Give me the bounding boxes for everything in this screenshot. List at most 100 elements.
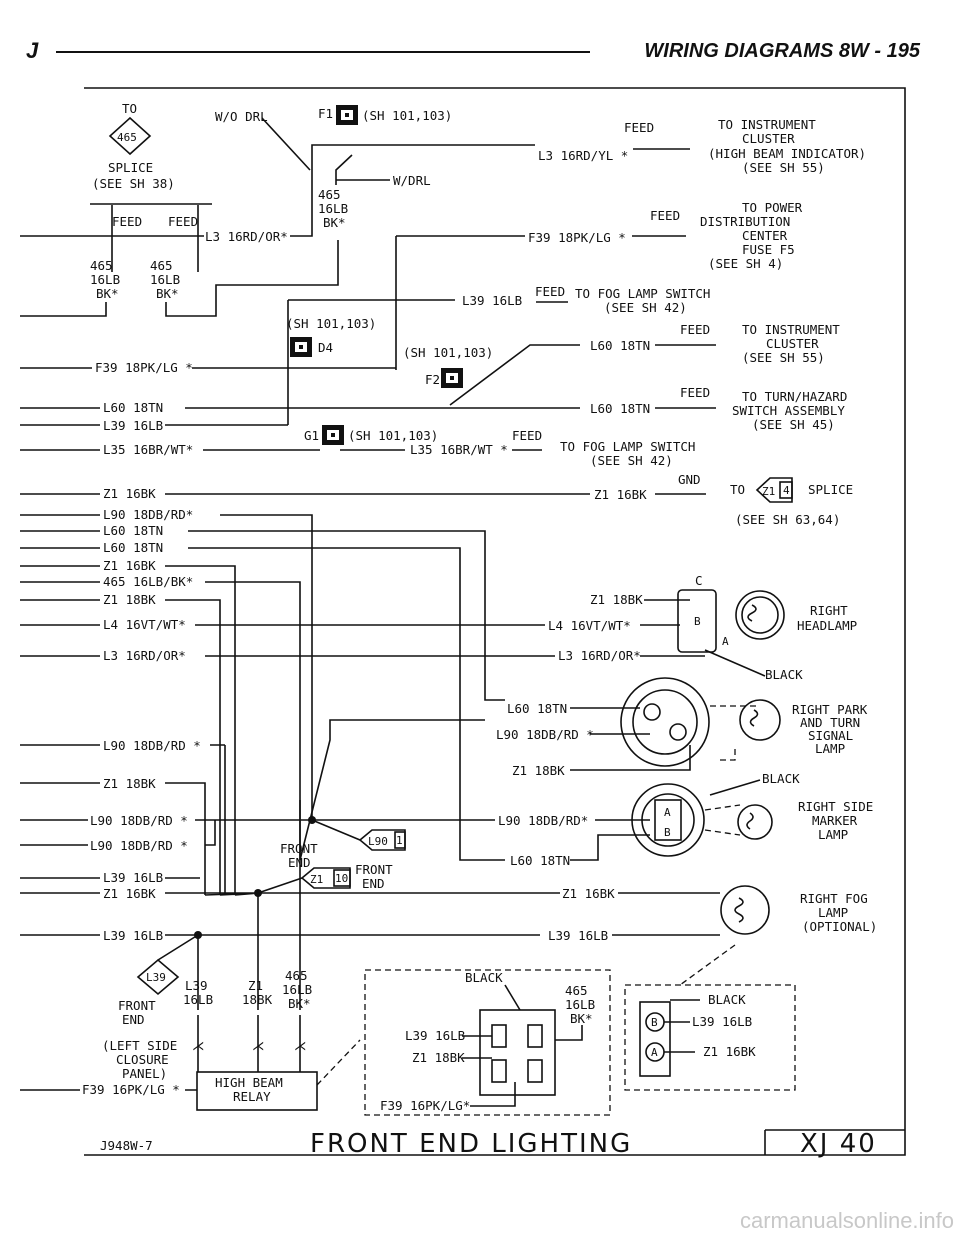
svg-text:Z1: Z1	[248, 978, 263, 993]
svg-text:L60 18TN: L60 18TN	[590, 401, 650, 416]
c465c-3: BK*	[323, 215, 346, 230]
svg-text:18BK: 18BK	[242, 992, 273, 1007]
wo-drl-pointer	[261, 117, 311, 171]
high-beam-relay: L39 16LB Z1 18BK 465 16LB BK* ⋌ ⋌ ⋌ HIGH…	[183, 968, 361, 1111]
c465b-3: BK*	[156, 286, 179, 301]
svg-text:RELAY: RELAY	[233, 1089, 271, 1104]
fog-connector-box: B A BLACK L39 16LB Z1 16BK	[624, 944, 796, 1091]
svg-text:FUSE F5: FUSE F5	[742, 242, 795, 257]
svg-text:Z1 16BK: Z1 16BK	[103, 486, 156, 501]
splice-number: 465	[117, 131, 137, 144]
svg-text:A: A	[664, 806, 671, 819]
f1-ref: (SH 101,103)	[362, 108, 452, 123]
svg-text:F39 16PK/LG *: F39 16PK/LG *	[82, 1082, 180, 1097]
svg-text:TO: TO	[730, 482, 745, 497]
left-wire-list: F39 18PK/LG * L60 18TN L39 16LB L35 16BR…	[20, 360, 590, 1097]
sh-ref-a: (SH 101,103)	[286, 316, 376, 331]
svg-text:465: 465	[285, 968, 308, 983]
svg-text:(SEE SH 4): (SEE SH 4)	[708, 256, 783, 271]
svg-text:LAMP: LAMP	[818, 827, 848, 842]
wire-l90-park	[299, 719, 485, 861]
svg-text:BLACK: BLACK	[465, 970, 503, 985]
svg-text:465 16LB/BK*: 465 16LB/BK*	[103, 574, 193, 589]
svg-text:Z1 18BK: Z1 18BK	[590, 592, 643, 607]
svg-text:RIGHT SIDE: RIGHT SIDE	[798, 799, 873, 814]
svg-text:L39 16LB: L39 16LB	[405, 1028, 465, 1043]
svg-text:SWITCH ASSEMBLY: SWITCH ASSEMBLY	[732, 403, 845, 418]
svg-text:1: 1	[396, 834, 403, 847]
svg-text:A: A	[722, 635, 729, 648]
svg-text:CLUSTER: CLUSTER	[742, 131, 795, 146]
relay-connector-box: BLACK 465 16LB BK* L39 16LB Z1 18BK F39 …	[364, 969, 611, 1116]
svg-text:Z1 16BK: Z1 16BK	[103, 558, 156, 573]
svg-text:16LB: 16LB	[282, 982, 312, 997]
svg-text:16LB: 16LB	[565, 997, 595, 1012]
d4-connector-icon	[290, 337, 312, 357]
feed-l39: L39 16LB FEED TO FOG LAMP SWITCH (SEE SH…	[462, 284, 710, 315]
svg-text:L3 16RD/OR*: L3 16RD/OR*	[558, 648, 641, 663]
svg-text:TO FOG LAMP SWITCH: TO FOG LAMP SWITCH	[560, 439, 695, 454]
svg-text:SPLICE: SPLICE	[808, 482, 853, 497]
splice-diamond	[108, 116, 152, 156]
svg-text:BK*: BK*	[570, 1011, 593, 1026]
svg-text:LAMP: LAMP	[818, 905, 848, 920]
svg-text:(SEE SH 45): (SEE SH 45)	[752, 417, 835, 432]
svg-text:L60 18TN: L60 18TN	[510, 853, 570, 868]
header-letter: J	[26, 38, 39, 63]
wire-l60-up	[449, 344, 580, 406]
svg-text:(HIGH BEAM INDICATOR): (HIGH BEAM INDICATOR)	[708, 146, 866, 161]
svg-text:RIGHT FOG: RIGHT FOG	[800, 891, 868, 906]
svg-text:TO TURN/HAZARD: TO TURN/HAZARD	[742, 389, 847, 404]
svg-text:F39 18PK/LG *: F39 18PK/LG *	[95, 360, 193, 375]
svg-text:CLOSURE: CLOSURE	[116, 1052, 169, 1067]
black-label-2: BLACK	[762, 771, 800, 786]
svg-text:L90 18DB/RD *: L90 18DB/RD *	[90, 813, 188, 828]
wire-465-bottom	[20, 240, 339, 317]
right-headlamp: Z1 18BK L4 16VT/WT* L3 16RD/OR* C B A RI…	[548, 573, 857, 663]
g1-connector-icon	[322, 425, 344, 445]
svg-text:HIGH BEAM: HIGH BEAM	[215, 1075, 283, 1090]
svg-text:L60 18TN: L60 18TN	[590, 338, 650, 353]
svg-text:B: B	[664, 826, 671, 839]
svg-text:Z1 16BK: Z1 16BK	[594, 487, 647, 502]
black-pointer-2	[709, 779, 761, 796]
svg-text:BK*: BK*	[288, 996, 311, 1011]
feed-z1-gnd: Z1 16BK GND TO Z1 4 SPLICE (SEE SH 63,64…	[594, 472, 853, 527]
z1-converge	[204, 892, 259, 896]
svg-text:4: 4	[783, 484, 790, 497]
watermark: carmanualsonline.info	[740, 1208, 954, 1233]
svg-text:CLUSTER: CLUSTER	[766, 336, 819, 351]
svg-text:L3 16RD/YL *: L3 16RD/YL *	[538, 148, 628, 163]
svg-text:Z1: Z1	[762, 485, 775, 498]
f2-label: F2	[425, 372, 440, 387]
svg-text:L90 18DB/RD *: L90 18DB/RD *	[90, 838, 188, 853]
svg-text:L35 16BR/WT *: L35 16BR/WT *	[410, 442, 508, 457]
svg-text:FEED: FEED	[512, 428, 542, 443]
svg-text:PANEL): PANEL)	[122, 1066, 167, 1081]
black-label-1: BLACK	[765, 667, 803, 682]
svg-text:(SEE SH 42): (SEE SH 42)	[590, 453, 673, 468]
svg-text:L39: L39	[146, 971, 166, 984]
svg-text:FEED: FEED	[680, 385, 710, 400]
svg-text:MARKER: MARKER	[812, 813, 858, 828]
svg-text:L90 18DB/RD*: L90 18DB/RD*	[498, 813, 588, 828]
svg-text:TO POWER: TO POWER	[742, 200, 803, 215]
svg-text:F39 16PK/LG*: F39 16PK/LG*	[380, 1098, 470, 1113]
splice-labels: FRONT END L90 1 Z1 10 FRONT END L39 FRON…	[102, 819, 406, 1081]
page-frame	[84, 87, 906, 1156]
svg-text:END: END	[288, 855, 311, 870]
svg-text:FEED: FEED	[624, 120, 654, 135]
to-label: TO	[122, 101, 137, 116]
wire-l3-up	[290, 144, 410, 237]
svg-text:L90: L90	[368, 835, 388, 848]
svg-text:A: A	[651, 1046, 658, 1059]
svg-text:L35 16BR/WT*: L35 16BR/WT*	[103, 442, 193, 457]
svg-text:⋌: ⋌	[294, 1038, 307, 1053]
feed-l35: L35 16BR/WT * FEED TO FOG LAMP SWITCH (S…	[410, 428, 695, 468]
svg-text:Z1: Z1	[310, 873, 323, 886]
svg-text:FRONT: FRONT	[118, 998, 156, 1013]
svg-text:10: 10	[335, 872, 348, 885]
c465a-1: 465	[90, 258, 113, 273]
svg-text:(SEE SH 42): (SEE SH 42)	[604, 300, 687, 315]
